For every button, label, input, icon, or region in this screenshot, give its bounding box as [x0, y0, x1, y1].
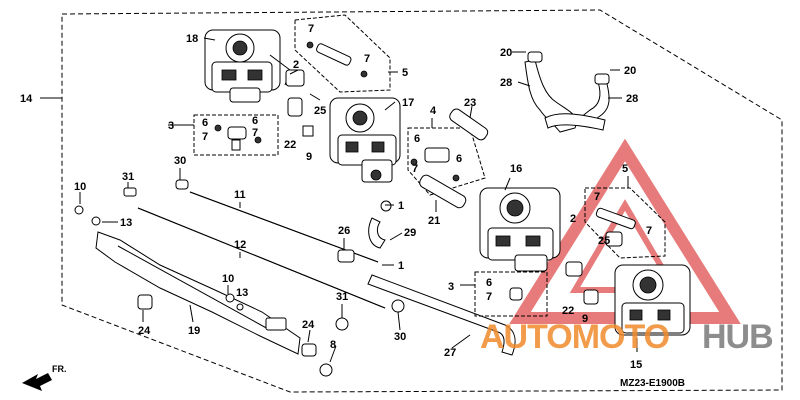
callout-30: 30 — [174, 155, 186, 167]
callout-3: 3 — [168, 120, 174, 132]
callout-25: 25 — [598, 235, 610, 247]
assembly-boundary — [61, 9, 783, 393]
hose-long-cross — [544, 113, 606, 131]
callout-7: 7 — [364, 53, 370, 65]
callout-6: 6 — [414, 133, 420, 145]
stay-bracket-19 — [95, 231, 301, 355]
callout-28: 28 — [500, 77, 512, 89]
watermark-hub: HUB — [702, 318, 773, 356]
carburetor-18 — [204, 29, 291, 103]
callout-7: 7 — [252, 127, 258, 139]
callout-20: 20 — [500, 47, 512, 59]
callout-10: 10 — [74, 181, 86, 193]
callout-5: 5 — [402, 67, 408, 79]
callout-22: 22 — [284, 139, 296, 151]
callout-1: 1 — [398, 200, 404, 212]
joint-group-4 — [407, 127, 486, 196]
fuel-tube-27 — [367, 274, 516, 356]
hose-28-right — [579, 73, 610, 127]
watermark-automoto: AUTOMOTO — [480, 318, 670, 356]
shaft-12 — [137, 207, 386, 309]
callout-6: 6 — [456, 153, 462, 165]
diagram-code: MZ23-E1900B — [620, 378, 685, 389]
callout-24: 24 — [138, 325, 151, 337]
callout-9: 9 — [582, 313, 588, 325]
front-direction-arrow: FR. — [22, 364, 67, 391]
callout-13: 13 — [236, 287, 248, 299]
callout-7: 7 — [412, 163, 418, 175]
carburetor-15 — [614, 264, 691, 336]
callout-22: 22 — [562, 305, 574, 317]
callout-7: 7 — [594, 191, 600, 203]
callout-25: 25 — [314, 105, 326, 117]
callout-6: 6 — [252, 115, 258, 127]
leader-lines — [40, 37, 638, 363]
callout-29: 29 — [404, 227, 416, 239]
joint-pipe-left — [193, 114, 279, 156]
callout-31: 31 — [336, 291, 348, 303]
callout-14: 14 — [20, 93, 33, 105]
callout-26: 26 — [338, 225, 350, 237]
callout-1: 1 — [398, 260, 404, 272]
callout-2: 2 — [570, 213, 576, 225]
callout-13: 13 — [120, 217, 132, 229]
callout-18: 18 — [186, 33, 198, 45]
callout-6: 6 — [486, 277, 492, 289]
callout-24: 24 — [302, 319, 315, 331]
callout-7: 7 — [202, 131, 208, 143]
pipe-23 — [449, 108, 489, 141]
hose-29 — [368, 200, 392, 249]
callout-23: 23 — [464, 97, 476, 109]
callout-labels: 14 18 7 7 5 2 25 17 3 6 6 7 7 22 9 4 23 … — [20, 23, 652, 371]
callout-5: 5 — [622, 163, 628, 175]
callout-7: 7 — [486, 291, 492, 303]
callout-30: 30 — [394, 331, 406, 343]
callout-2: 2 — [293, 59, 299, 71]
callout-8: 8 — [330, 339, 336, 351]
callout-15: 15 — [630, 359, 642, 371]
joint-pipe-lower-groups — [474, 187, 666, 317]
callout-19: 19 — [188, 325, 200, 337]
callout-12: 12 — [234, 239, 246, 251]
callout-28: 28 — [626, 93, 638, 105]
callout-17: 17 — [402, 97, 414, 109]
callout-4: 4 — [430, 105, 437, 117]
callout-9: 9 — [306, 151, 312, 163]
callout-31: 31 — [122, 171, 134, 183]
callout-10: 10 — [222, 273, 234, 285]
callout-20: 20 — [624, 65, 636, 77]
svg-text:FR.: FR. — [52, 364, 67, 374]
carburetor-16 — [479, 187, 561, 272]
hardware — [74, 125, 636, 377]
pipe-21 — [419, 174, 467, 209]
joint-pipe-upper — [285, 14, 391, 117]
callout-3: 3 — [448, 281, 454, 293]
callout-21: 21 — [428, 215, 440, 227]
callout-27: 27 — [444, 347, 456, 359]
callout-7: 7 — [308, 23, 314, 35]
callout-6: 6 — [202, 117, 208, 129]
callout-16: 16 — [510, 163, 522, 175]
carburetor-17 — [329, 97, 401, 183]
callout-7: 7 — [646, 225, 652, 237]
watermark-text: AUTOMOTO HUB — [480, 318, 774, 356]
callout-11: 11 — [234, 189, 246, 201]
